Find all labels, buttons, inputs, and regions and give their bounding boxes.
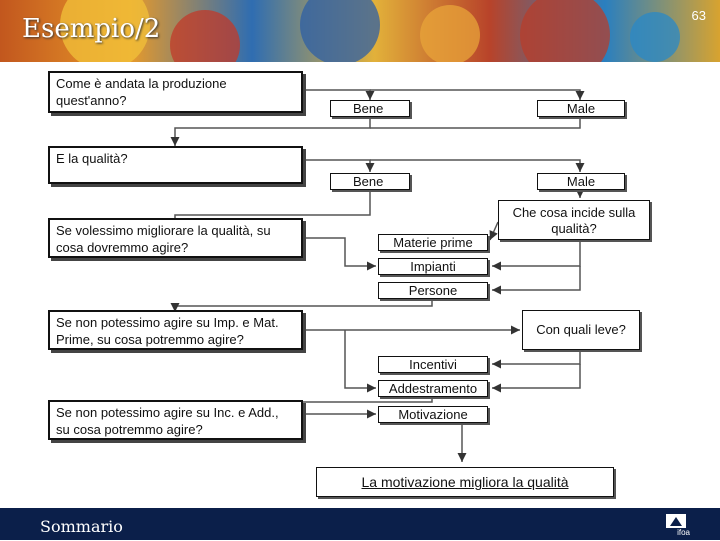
connector-line bbox=[492, 266, 581, 295]
connector-line bbox=[305, 159, 375, 172]
ifoa-logo-text: ifoa bbox=[677, 528, 690, 537]
page-title: Esempio/2 bbox=[22, 14, 161, 44]
lever-incentivi: Incentivi bbox=[378, 356, 488, 373]
connector-line bbox=[344, 330, 376, 393]
connector-line bbox=[492, 364, 581, 393]
question-2-box: E la qualità? bbox=[48, 146, 303, 184]
connector-line bbox=[492, 352, 581, 369]
banner-decoration bbox=[420, 5, 480, 62]
question-1-box: Come è andata la produzione quest'anno? bbox=[48, 71, 303, 113]
connector-line bbox=[370, 118, 581, 129]
page-number: 63 bbox=[691, 8, 706, 23]
connector-line bbox=[489, 221, 499, 241]
lever-motivazione: Motivazione bbox=[378, 406, 488, 423]
connector-line bbox=[370, 89, 585, 100]
connector-line bbox=[492, 242, 581, 271]
factor-materie-prime: Materie prime bbox=[378, 234, 488, 251]
flow-connectors bbox=[170, 89, 585, 462]
banner-decoration bbox=[520, 0, 610, 62]
header-banner: Esempio/2 63 bbox=[0, 0, 720, 62]
answer-male-1: Male bbox=[537, 100, 625, 117]
ifoa-logo-icon bbox=[664, 512, 688, 536]
connector-line bbox=[305, 89, 375, 100]
factor-impianti: Impianti bbox=[378, 258, 488, 275]
footer-bar: Sommario ifoa bbox=[0, 508, 720, 540]
question-3-box: Se volessimo migliorare la qualità, su c… bbox=[48, 218, 303, 258]
connector-line bbox=[370, 159, 585, 172]
connector-line bbox=[174, 190, 371, 218]
banner-decoration bbox=[170, 10, 240, 62]
answer-male-2: Male bbox=[537, 173, 625, 190]
factor-persone: Persone bbox=[378, 282, 488, 299]
answer-bene-2: Bene bbox=[330, 173, 410, 190]
conclusion-box: La motivazione migliora la qualità bbox=[316, 467, 614, 497]
connector-line bbox=[305, 237, 376, 271]
leve-box: Con quali leve? bbox=[522, 310, 640, 350]
connector-line bbox=[170, 298, 433, 312]
banner-decoration bbox=[60, 0, 150, 62]
connector-line bbox=[170, 118, 371, 146]
incide-box: Che cosa incide sulla qualità? bbox=[498, 200, 650, 240]
question-5-box: Se non potessimo agire su Inc. e Add., s… bbox=[48, 400, 303, 440]
banner-decoration bbox=[630, 12, 680, 62]
sommario-link[interactable]: Sommario bbox=[40, 517, 123, 536]
banner-decoration bbox=[300, 0, 380, 62]
answer-bene-1: Bene bbox=[330, 100, 410, 117]
lever-addestramento: Addestramento bbox=[378, 380, 488, 397]
question-4-box: Se non potessimo agire su Imp. e Mat. Pr… bbox=[48, 310, 303, 350]
